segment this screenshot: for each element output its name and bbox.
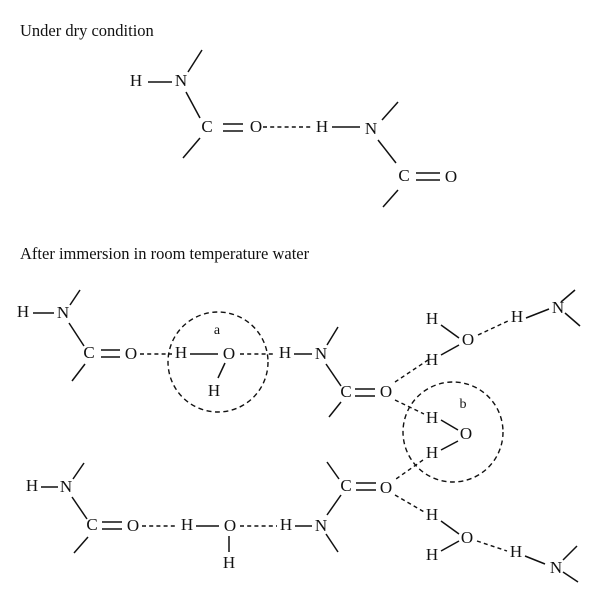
immersed-lower-row: H N C O H O H H N C O H O H H N: [26, 461, 579, 583]
bond-c-substituent: [326, 461, 340, 480]
atom-hydrogen: H: [175, 343, 187, 362]
atom-nitrogen: N: [60, 477, 72, 496]
bond-c-substituent: [382, 189, 399, 208]
atom-hydrogen: H: [17, 302, 29, 321]
hydrogen-bond: [394, 359, 429, 383]
bridging-water-b: H O H: [394, 399, 472, 480]
water-site-b-label: b: [460, 397, 467, 412]
bond-c-substituent: [71, 363, 86, 382]
atom-oxygen: O: [445, 167, 457, 186]
bond-c-substituent: [328, 401, 342, 418]
atom-hydrogen: H: [426, 309, 438, 328]
atom-nitrogen: N: [315, 344, 327, 363]
hydrogen-bond: [476, 540, 508, 552]
hydrogen-bond: [394, 399, 425, 415]
bond-n-substituent: [326, 326, 339, 346]
water-site-a-circle: [167, 311, 269, 413]
bond-n-c: [71, 496, 88, 520]
immersed-upper-row: H N C O H O H H N C O H O H H N: [17, 289, 581, 418]
heading-water-immersion: After immersion in room temperature wate…: [20, 244, 310, 263]
bond-h-o: [440, 540, 460, 552]
bond-h-n: [525, 308, 550, 319]
bond-n-substituent: [69, 289, 81, 306]
atom-hydrogen: H: [426, 545, 438, 564]
hydrogen-bond: [394, 494, 427, 514]
atom-nitrogen: N: [57, 303, 69, 322]
dry-condition-structure: H N C O H N C O: [130, 49, 457, 208]
atom-oxygen: O: [462, 330, 474, 349]
atom-carbon: C: [86, 515, 97, 534]
atom-hydrogen: H: [426, 408, 438, 427]
atom-oxygen: O: [380, 382, 392, 401]
bond-n-c: [377, 139, 397, 164]
bond-n-substituent: [562, 545, 578, 561]
hydrogen-bond: [395, 459, 424, 480]
atom-oxygen: O: [250, 117, 262, 136]
bond-n-substituent: [325, 533, 339, 553]
atom-hydrogen: H: [26, 476, 38, 495]
bond-n-c: [326, 494, 342, 516]
bond-c-substituent: [182, 137, 201, 159]
atom-hydrogen: H: [510, 542, 522, 561]
atom-hydrogen: H: [223, 553, 235, 572]
atom-oxygen: O: [380, 478, 392, 497]
bond-n-substituent: [562, 571, 579, 583]
bond-h-o: [440, 440, 459, 451]
bond-n-substituent: [564, 312, 581, 327]
atom-hydrogen: H: [280, 515, 292, 534]
atom-hydrogen: H: [130, 71, 142, 90]
atom-oxygen: O: [461, 528, 473, 547]
atom-hydrogen: H: [181, 515, 193, 534]
atom-oxygen: O: [223, 344, 235, 363]
atom-hydrogen: H: [208, 381, 220, 400]
atom-carbon: C: [340, 382, 351, 401]
bond-n-substituent: [381, 101, 399, 121]
atom-oxygen: O: [460, 424, 472, 443]
atom-nitrogen: N: [552, 298, 564, 317]
atom-hydrogen: H: [279, 343, 291, 362]
bond-h-o: [440, 419, 459, 431]
bond-c-substituent: [73, 536, 89, 554]
atom-nitrogen: N: [550, 558, 562, 577]
atom-carbon: C: [201, 117, 212, 136]
bond-n-substituent: [187, 49, 203, 73]
atom-oxygen: O: [125, 344, 137, 363]
atom-carbon: C: [398, 166, 409, 185]
atom-carbon: C: [340, 476, 351, 495]
bond-h-o: [440, 520, 460, 535]
bond-o-h: [217, 362, 226, 379]
hydrogen-bond: [477, 320, 509, 336]
atom-nitrogen: N: [175, 71, 187, 90]
atom-nitrogen: N: [315, 516, 327, 535]
bond-n-c: [325, 363, 342, 387]
atom-oxygen: O: [127, 516, 139, 535]
bond-n-c: [68, 322, 85, 347]
atom-hydrogen: H: [426, 350, 438, 369]
bond-n-substituent: [72, 462, 85, 480]
bond-n-substituent: [560, 289, 576, 303]
bond-n-c: [185, 91, 201, 119]
bond-h-o: [440, 344, 460, 356]
bond-h-o: [440, 324, 460, 339]
heading-dry-condition: Under dry condition: [20, 21, 154, 40]
atom-oxygen: O: [224, 516, 236, 535]
atom-hydrogen: H: [426, 443, 438, 462]
water-site-a-label: a: [214, 323, 221, 338]
atom-hydrogen: H: [511, 307, 523, 326]
atom-hydrogen: H: [316, 117, 328, 136]
atom-hydrogen: H: [426, 505, 438, 524]
atom-carbon: C: [83, 343, 94, 362]
atom-nitrogen: N: [365, 119, 377, 138]
water-site-b-circle: [402, 381, 504, 483]
bond-h-n: [524, 555, 546, 565]
